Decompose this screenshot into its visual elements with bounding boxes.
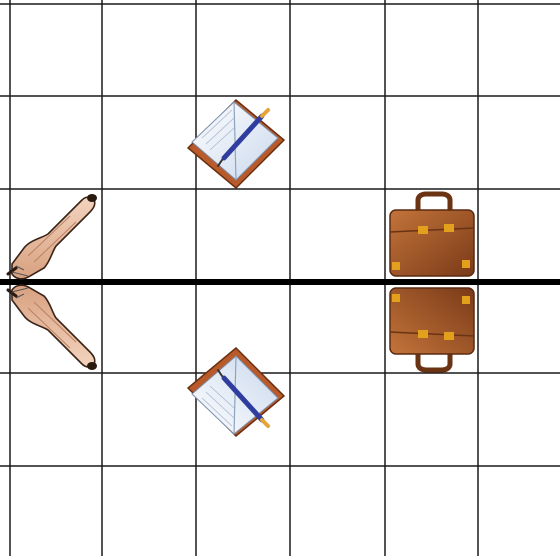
notebook-reflection-icon — [188, 348, 284, 436]
briefcase-reflection-icon — [390, 288, 474, 370]
rolling-pin-icon — [8, 194, 97, 279]
briefcase-icon — [390, 194, 474, 276]
notebook-icon — [188, 100, 284, 188]
rolling-pin-reflection-icon — [8, 285, 97, 370]
